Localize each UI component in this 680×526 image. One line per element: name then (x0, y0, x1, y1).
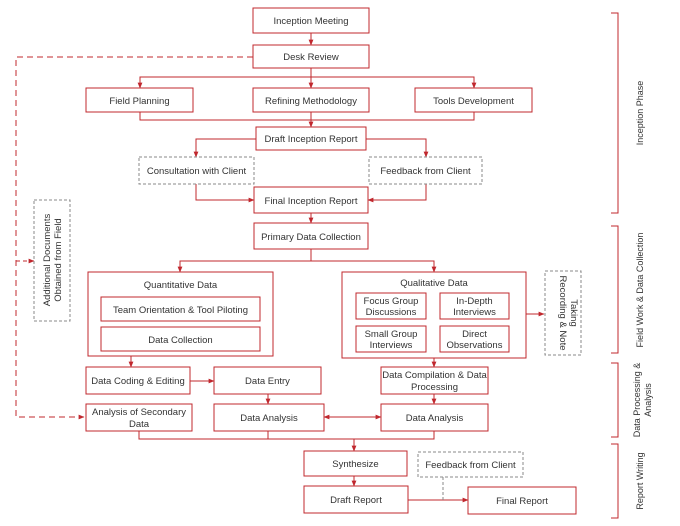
data-entry-box: Data Entry (213, 366, 322, 395)
feedback-from-client-box: Feedback from Client (368, 156, 483, 185)
in-depth-interviews-box: In-Depth Interviews (439, 292, 510, 320)
analysis-secondary-line2: Data (129, 419, 150, 430)
data-analysis-right-box: Data Analysis (380, 403, 489, 432)
data-analysis-right-label: Data Analysis (406, 413, 464, 424)
consultation-with-client-label: Consultation with Client (147, 166, 247, 177)
in-depth-line2: Interviews (453, 307, 496, 318)
data-coding-editing-box: Data Coding & Editing (85, 366, 191, 395)
data-collection-box: Data Collection (100, 326, 261, 352)
primary-data-collection-label: Primary Data Collection (261, 232, 361, 243)
qualitative-data-label: Qualitative Data (400, 278, 468, 289)
phase-processing-line2: Analysis (643, 383, 653, 417)
tools-development-label: Tools Development (433, 96, 514, 107)
refining-methodology-label: Refining Methodology (265, 96, 357, 107)
data-analysis-left-label: Data Analysis (240, 413, 298, 424)
additional-docs-line1: Additional Documents (42, 214, 53, 307)
phase-labels: Inception Phase Field Work & Data Collec… (632, 81, 653, 510)
field-planning-box: Field Planning (85, 87, 194, 113)
direct-observations-box: Direct Observations (439, 325, 510, 353)
final-report-label: Final Report (496, 496, 548, 507)
compilation-line2: Processing (411, 382, 458, 393)
desk-review-box: Desk Review (252, 44, 370, 69)
data-coding-editing-label: Data Coding & Editing (91, 376, 184, 387)
recording-note-taking-box: Recording & Note Taking (544, 270, 582, 356)
inception-meeting-box: Inception Meeting (252, 7, 370, 34)
small-group-interviews-box: Small Group Interviews (355, 325, 427, 353)
focus-group-line1: Focus Group (364, 296, 419, 307)
recording-line1: Recording & Note (557, 276, 568, 351)
data-entry-label: Data Entry (245, 376, 290, 387)
feedback-client-report-label: Feedback from Client (425, 460, 516, 471)
synthesize-label: Synthesize (332, 459, 378, 470)
phase-brackets (611, 12, 619, 519)
direct-obs-line2: Observations (447, 340, 503, 351)
focus-group-line2: Discussions (366, 307, 417, 318)
desk-review-label: Desk Review (283, 52, 339, 63)
data-compilation-box: Data Compilation & Data Processing (380, 366, 489, 395)
draft-inception-report-label: Draft Inception Report (265, 134, 358, 145)
direct-obs-line1: Direct (462, 329, 487, 340)
final-report-box: Final Report (467, 486, 577, 515)
compilation-line1: Data Compilation & Data (382, 370, 487, 381)
phase-fieldwork-label: Field Work & Data Collection (635, 233, 645, 348)
refining-methodology-box: Refining Methodology (252, 87, 370, 113)
final-inception-report-box: Final Inception Report (253, 186, 369, 214)
recording-line2: Taking (568, 299, 579, 326)
team-orientation-label: Team Orientation & Tool Piloting (113, 305, 248, 316)
additional-docs-line2: Obtained from Field (53, 218, 64, 301)
draft-report-label: Draft Report (330, 495, 382, 506)
phase-processing-line1: Data Processing & (632, 363, 642, 438)
tools-development-box: Tools Development (414, 87, 533, 113)
primary-data-collection-box: Primary Data Collection (253, 222, 369, 250)
small-group-line2: Interviews (370, 340, 413, 351)
draft-inception-report-box: Draft Inception Report (255, 126, 367, 151)
data-collection-label: Data Collection (148, 335, 212, 346)
final-inception-report-label: Final Inception Report (265, 196, 358, 207)
feedback-client-report-box: Feedback from Client (417, 451, 524, 478)
phase-report-label: Report Writing (635, 452, 645, 509)
focus-group-box: Focus Group Discussions (355, 292, 427, 320)
data-analysis-left-box: Data Analysis (213, 403, 325, 432)
phase-inception-label: Inception Phase (635, 81, 645, 146)
connectors (15, 33, 545, 503)
analysis-secondary-line1: Analysis of Secondary (92, 407, 186, 418)
inception-meeting-label: Inception Meeting (274, 16, 349, 27)
field-planning-label: Field Planning (109, 96, 169, 107)
feedback-from-client-label: Feedback from Client (380, 166, 471, 177)
additional-documents-box: Additional Documents Obtained from Field (33, 199, 71, 322)
team-orientation-box: Team Orientation & Tool Piloting (100, 296, 261, 322)
synthesize-box: Synthesize (303, 450, 408, 477)
consultation-with-client-box: Consultation with Client (138, 156, 255, 185)
analysis-secondary-box: Analysis of Secondary Data (85, 403, 193, 432)
quantitative-data-label: Quantitative Data (144, 280, 218, 291)
draft-report-box: Draft Report (303, 485, 409, 514)
small-group-line1: Small Group (365, 329, 418, 340)
in-depth-line1: In-Depth (456, 296, 492, 307)
